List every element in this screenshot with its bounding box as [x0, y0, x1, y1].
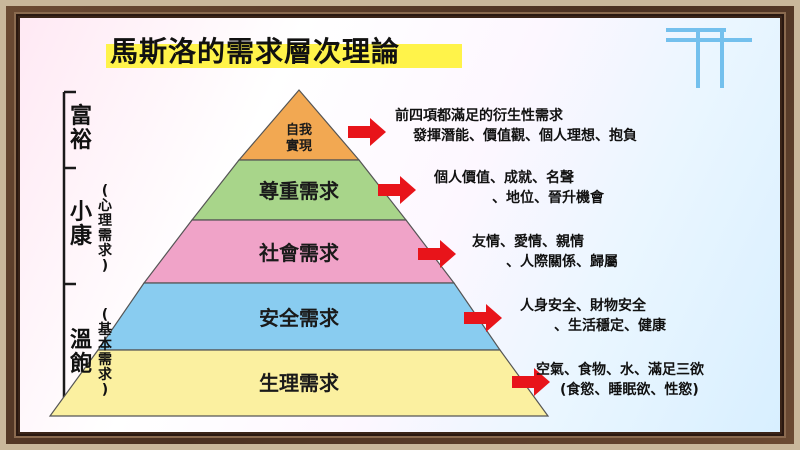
side-label-comfortable-1: 小 — [69, 200, 92, 225]
slide-canvas: 馬斯洛的需求層次理論 自我 實現 尊重需求 社會需求 安全需求 生理需求 — [20, 18, 780, 432]
label-self-actualization-2: 實現 — [286, 138, 312, 154]
label-safety: 安全需求 — [259, 306, 340, 330]
note-physiological-2: (食慾、睡眠欲、性慾) — [560, 382, 699, 398]
note-physiological-1: 空氣、食物、水、滿足三欲 — [536, 362, 704, 378]
label-self-actualization-1: 自我 — [286, 122, 312, 138]
side-sub-basic-3: 需 — [98, 352, 112, 368]
arrow-esteem — [378, 176, 416, 204]
arrow-safety — [464, 304, 502, 332]
pyramid-diagram: 自我 實現 尊重需求 社會需求 安全需求 生理需求 — [48, 28, 752, 417]
side-label-fed-2: 飽 — [69, 352, 92, 377]
arrow-self-actualization — [348, 118, 386, 146]
note-social-2: 、人際關係、歸屬 — [506, 254, 618, 270]
side-sub-psych-0: ( — [101, 183, 109, 199]
side-sub-basic-4: 求 — [98, 367, 112, 383]
label-social: 社會需求 — [258, 241, 340, 265]
note-self-actualization-2: 發揮潛能、價值觀、個人理想、抱負 — [413, 128, 637, 144]
arrow-social — [418, 240, 456, 268]
pyramid-layer-physiological — [48, 349, 550, 417]
slide-title: 馬斯洛的需求層次理論 — [110, 35, 401, 68]
side-label-rich-1: 富 — [69, 104, 92, 129]
side-sub-psych-2: 理 — [98, 213, 112, 229]
side-sub-psych-3: 需 — [98, 228, 112, 244]
note-self-actualization-1: 前四項都滿足的衍生性需求 — [395, 108, 563, 124]
side-label-rich-2: 裕 — [69, 128, 92, 153]
label-esteem: 尊重需求 — [259, 179, 340, 203]
note-esteem-1: 個人價值、成就、名聲 — [434, 170, 574, 186]
side-sub-basic-0: ( — [101, 307, 109, 323]
side-sub-basic-5: ) — [101, 382, 109, 398]
note-esteem-2: 、地位、晉升機會 — [492, 190, 604, 206]
side-label-fed-1: 溫 — [69, 328, 92, 353]
side-sub-basic-1: 基 — [98, 322, 112, 338]
label-physiological: 生理需求 — [259, 371, 340, 395]
note-safety-2: 、生活穩定、健康 — [554, 318, 666, 334]
side-label-comfortable-2: 康 — [69, 224, 92, 249]
side-sub-basic-2: 本 — [98, 337, 112, 353]
title-highlight — [106, 44, 462, 68]
side-sub-psych-4: 求 — [98, 243, 112, 259]
arrow-physiological — [512, 368, 550, 396]
note-safety-1: 人身安全、財物安全 — [520, 298, 646, 314]
note-social-1: 友情、愛情、親情 — [472, 234, 584, 250]
side-sub-psych-5: ) — [101, 258, 109, 274]
side-sub-psych-1: 心 — [98, 198, 112, 214]
decorative-corner-bars — [666, 28, 752, 88]
